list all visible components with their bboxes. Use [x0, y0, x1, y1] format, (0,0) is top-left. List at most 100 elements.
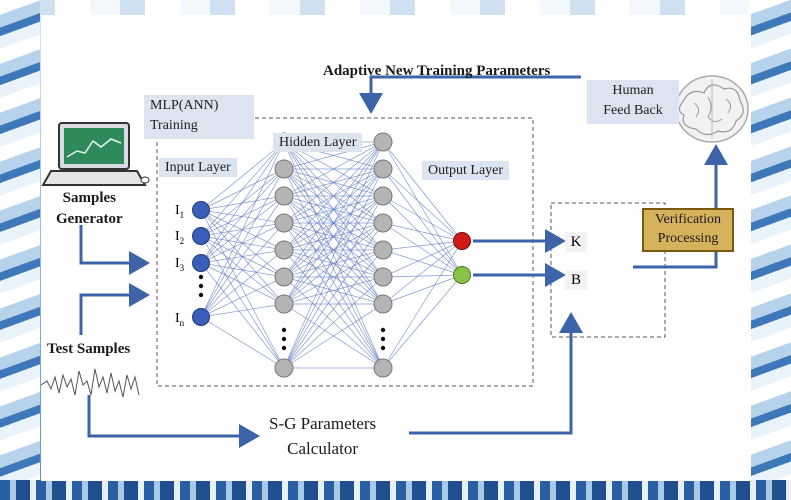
verification-line2: Processing: [657, 231, 719, 246]
arrow-to-sg: [87, 395, 260, 448]
diagram-panel: Adaptive New Training Parameters MLP(ANN…: [41, 15, 751, 481]
connection-hidden2-output: [382, 195, 463, 242]
background-right: [749, 0, 791, 500]
connection-hidden1-hidden2: [283, 249, 384, 305]
connection-hidden1-hidden2: [283, 249, 384, 369]
connection-hidden1-hidden2: [283, 141, 384, 224]
input-node: [192, 308, 210, 326]
input-node: [192, 201, 210, 219]
output-node-b: [453, 266, 471, 284]
output-node-k: [453, 232, 471, 250]
sg-line2: Calculator: [287, 439, 358, 458]
human-feedback-tag: Human Feed Back: [587, 80, 679, 124]
sg-line1: S-G Parameters: [269, 414, 377, 433]
connection-input-hidden1: [200, 141, 285, 211]
connection-hidden1-hidden2: [283, 222, 384, 305]
input-node: [192, 254, 210, 272]
laptop-icon: [41, 122, 150, 186]
connection-hidden2-output: [382, 249, 463, 276]
input-label-n: In: [175, 311, 185, 328]
samples-line1: Samples: [62, 190, 116, 206]
waveform-icon: [41, 368, 140, 398]
connection-hidden2-output: [382, 240, 463, 369]
hidden-ellipsis-dot: [281, 336, 287, 342]
human-line2: Feed Back: [603, 103, 663, 118]
connection-input-hidden1: [200, 276, 285, 318]
hidden-node-2: [373, 240, 393, 260]
connection-hidden1-hidden2: [283, 141, 384, 170]
hidden-ellipsis-dot: [380, 327, 386, 333]
output-k: K: [565, 232, 587, 252]
input-label-3: I3: [175, 256, 185, 273]
connection-input-hidden1: [200, 141, 285, 237]
input-ellipsis-dot: [198, 292, 204, 298]
hidden-node-1: [274, 294, 294, 314]
connection-input-hidden1: [200, 249, 285, 318]
connection-input-hidden1: [200, 303, 285, 318]
connection-hidden1-hidden2: [283, 276, 384, 305]
connection-hidden1-hidden2: [283, 168, 384, 305]
connection-input-hidden1: [200, 168, 285, 264]
connection-hidden1-hidden2: [283, 141, 384, 278]
hidden-node-1: [274, 267, 294, 287]
connection-hidden2-output: [382, 274, 463, 278]
connection-hidden2-output: [382, 222, 463, 276]
verification-box: Verification Processing: [642, 208, 734, 252]
hidden-node-2: [373, 186, 393, 206]
test-samples-label: Test Samples: [47, 341, 131, 357]
hidden-node-2: [373, 358, 393, 378]
connection-hidden1-hidden2: [283, 141, 384, 197]
hidden-node-2: [373, 267, 393, 287]
network-connections: [200, 141, 463, 369]
connection-hidden1-hidden2: [283, 195, 384, 305]
arrow-to-human: [633, 144, 728, 269]
brain-icon: [675, 75, 749, 143]
hidden-ellipsis-dot: [380, 336, 386, 342]
human-line1: Human: [612, 83, 654, 98]
connection-hidden1-hidden2: [283, 168, 384, 369]
connection-hidden1-hidden2: [283, 141, 384, 251]
mlp-line2: Training: [150, 118, 198, 133]
hidden-ellipsis-dot: [281, 327, 287, 333]
connection-hidden1-hidden2: [283, 303, 384, 369]
samples-generator-label: Samples Generator: [56, 188, 123, 230]
connection-hidden2-output: [382, 274, 463, 305]
connection-input-hidden1: [200, 195, 285, 318]
input-label-1: I1: [175, 203, 185, 220]
hidden-node-2: [373, 294, 393, 314]
connection-hidden2-output: [382, 240, 463, 251]
hidden-node-1: [274, 186, 294, 206]
connection-hidden1-hidden2: [283, 141, 384, 305]
connection-input-hidden1: [200, 316, 285, 369]
hidden-node-1: [274, 159, 294, 179]
connection-input-hidden1: [200, 235, 285, 369]
connection-input-hidden1: [200, 141, 285, 264]
connection-hidden2-output: [382, 168, 463, 242]
background-bottom: [0, 480, 791, 500]
adaptive-params-label: Adaptive New Training Parameters: [323, 63, 551, 79]
background-top: [0, 0, 791, 16]
verification-line1: Verification: [654, 212, 722, 227]
arrow-samples: [79, 225, 150, 275]
connection-hidden2-output: [382, 168, 463, 276]
input-layer-label: Input Layer: [159, 158, 237, 177]
hidden-node-2: [373, 213, 393, 233]
connection-input-hidden1: [200, 222, 285, 318]
input-node: [192, 227, 210, 245]
connection-hidden2-output: [382, 141, 463, 276]
input-ellipsis-dot: [198, 283, 204, 289]
arrow-adaptive-params: [359, 75, 581, 114]
output-b: B: [565, 270, 587, 290]
connection-hidden1-hidden2: [283, 141, 384, 369]
mlp-line1: MLP(ANN): [150, 98, 219, 113]
connection-hidden2-output: [382, 222, 463, 242]
arrow-sg-to-kb: [409, 312, 583, 435]
connection-hidden1-hidden2: [283, 276, 384, 369]
output-layer-label: Output Layer: [422, 161, 510, 180]
hidden-node-1: [274, 240, 294, 260]
input-label-2: I2: [175, 229, 185, 246]
connection-hidden2-output: [382, 240, 463, 278]
hidden-node-1: [274, 213, 294, 233]
connection-input-hidden1: [200, 141, 285, 318]
connection-hidden2-output: [382, 240, 463, 305]
